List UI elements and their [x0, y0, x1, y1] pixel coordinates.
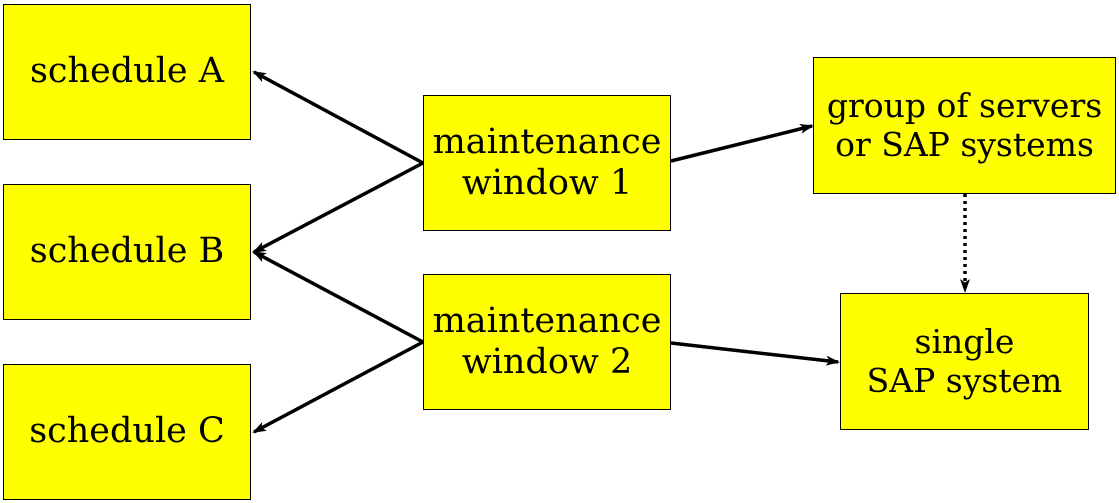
maintenance-window-2-label-line1: maintenance: [432, 300, 662, 341]
maintenance-window-2-label-line2: window 2: [461, 342, 633, 382]
edge-window1-to-server-group: [670, 124, 814, 163]
edge-window2-to-single-system: [670, 341, 840, 366]
maintenance-window-1-label-line1: maintenance: [432, 121, 662, 162]
edge-window1-to-schedule-a: [252, 70, 424, 165]
edge-window1-to-schedule-b: [252, 161, 424, 254]
maintenance-window-2-node: maintenance window 2: [423, 274, 671, 410]
edge-window2-to-schedule-b: [252, 250, 424, 344]
schedule-b-label: schedule B: [29, 231, 225, 272]
schedule-a-node: schedule A: [3, 4, 251, 140]
server-group-label-line1: group of servers: [826, 85, 1103, 125]
single-system-label-line1: single: [914, 321, 1015, 361]
maintenance-window-1-label-line2: window 1: [461, 163, 633, 203]
edge-window2-to-schedule-c: [252, 340, 424, 434]
schedule-a-label: schedule A: [29, 51, 225, 92]
schedule-c-node: schedule C: [3, 364, 251, 500]
schedule-b-node: schedule B: [3, 184, 251, 320]
server-group-label-line2: or SAP systems: [835, 124, 1094, 164]
schedule-c-label: schedule C: [29, 411, 225, 452]
server-group-node: group of servers or SAP systems: [813, 57, 1116, 194]
maintenance-window-1-node: maintenance window 1: [423, 95, 671, 231]
single-system-label-line2: SAP system: [866, 360, 1063, 400]
single-system-node: single SAP system: [840, 293, 1089, 430]
